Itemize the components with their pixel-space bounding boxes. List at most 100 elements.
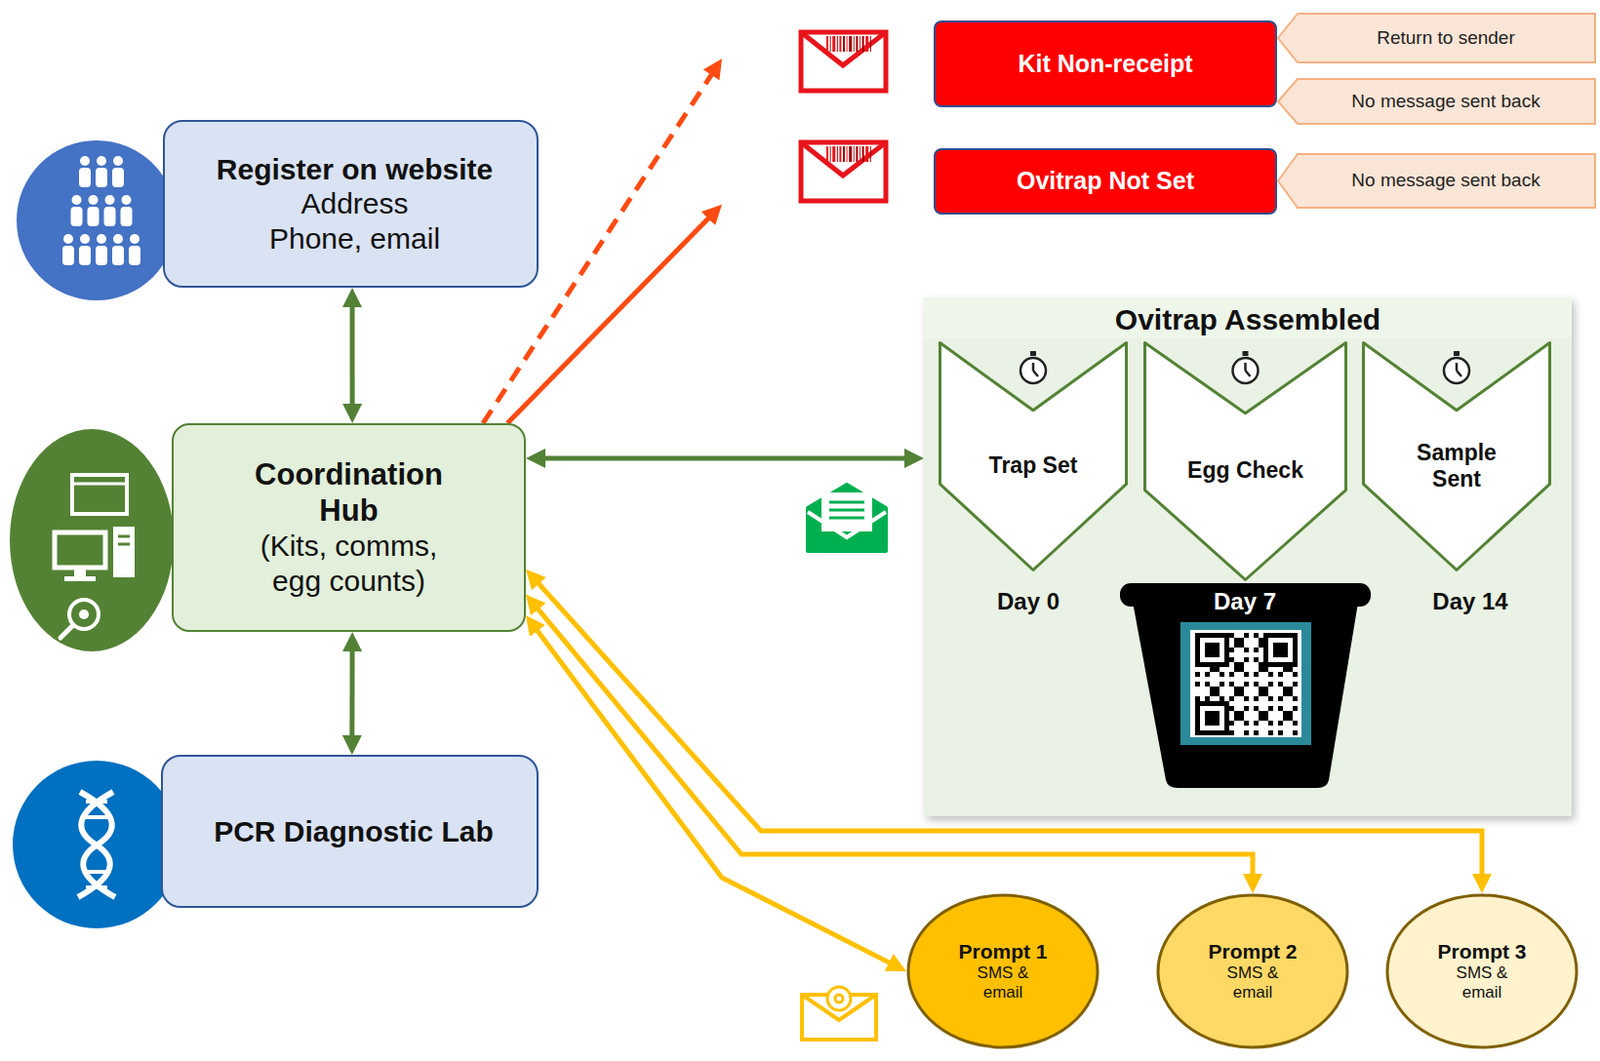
ovitrap-bucket — [1292, 647, 1298, 653]
ovitrap-bucket — [1263, 711, 1269, 717]
people-icon — [79, 167, 91, 188]
ovitrap-bucket — [1239, 638, 1244, 643]
ovitrap-bucket — [1292, 662, 1298, 668]
day-label: Day 14 — [1432, 588, 1508, 616]
envelope-icon — [829, 517, 865, 520]
envelope-icon — [807, 484, 886, 552]
chevron-shape — [1363, 343, 1551, 571]
ovitrap-bucket — [1263, 686, 1269, 692]
ovitrap-bucket — [1292, 730, 1298, 736]
ovitrap-bucket — [1263, 667, 1269, 673]
ovitrap-bucket — [1278, 642, 1283, 648]
ovitrap-bucket — [1243, 706, 1249, 712]
ovitrap-bucket — [1282, 662, 1288, 668]
node-title: Ovitrap Not Set — [1016, 166, 1195, 197]
ovitrap-bucket — [1239, 711, 1244, 717]
ovitrap-bucket — [1292, 706, 1298, 712]
ovitrap-bucket — [1273, 662, 1279, 668]
people-icon — [105, 195, 116, 205]
ovitrap-bucket — [1278, 696, 1283, 702]
computer-icon — [74, 568, 86, 577]
computer-icon — [54, 532, 106, 568]
people-icon — [87, 206, 100, 227]
people-icon — [112, 167, 124, 188]
envelope-icon — [859, 146, 861, 162]
ovitrap-bucket — [1282, 642, 1288, 648]
circle-shape — [1387, 895, 1577, 1048]
ovitrap-bucket — [1282, 647, 1288, 653]
ovitrap-bucket — [1268, 696, 1274, 702]
ovitrap-bucket — [1209, 691, 1215, 697]
ovitrap-bucket — [1292, 652, 1298, 658]
envelope-icon — [801, 987, 877, 1040]
ovitrap-bucket — [1234, 711, 1240, 717]
ovitrap-bucket — [1195, 720, 1200, 726]
hub-box: Coordination Hub(Kits, comms, egg counts… — [171, 423, 526, 633]
ovitrap-bucket — [1229, 730, 1235, 736]
ovitrap-bucket — [1229, 696, 1235, 702]
ovitrap-bucket — [1209, 647, 1215, 653]
ovitrap-bucket — [1204, 681, 1210, 687]
ovitrap-bucket — [1268, 633, 1274, 639]
ovitrap-bucket — [1204, 662, 1210, 668]
ovitrap-bucket — [1219, 696, 1225, 702]
people-icon — [120, 206, 133, 227]
envelope-icon — [848, 36, 852, 52]
envelope-icon — [827, 987, 851, 1011]
envelope-icon — [842, 36, 845, 52]
ovitrap-bucket — [1195, 633, 1200, 639]
ovitrap-bucket — [1239, 716, 1244, 721]
ovitrap-bucket — [1253, 657, 1259, 663]
node-title: Coordination Hub — [237, 457, 462, 529]
ovitrap-bucket — [1258, 642, 1264, 648]
tag-shape — [1278, 13, 1596, 63]
ovitrap-bucket — [1209, 662, 1215, 668]
ovitrap-bucket — [1209, 652, 1215, 658]
envelope-icon — [800, 32, 886, 91]
people-icon — [16, 140, 177, 301]
ovitrap-bucket — [1239, 686, 1244, 692]
connector-arrow — [349, 640, 355, 748]
ovitrap-bucket — [1263, 647, 1269, 653]
envelope-icon — [865, 36, 869, 52]
ovitrap-bucket — [1239, 642, 1244, 648]
ovitrap-bucket — [1292, 696, 1298, 702]
ovitrap-bucket — [1224, 720, 1230, 726]
envelope-icon — [862, 146, 865, 162]
people-icon — [16, 140, 177, 301]
ovitrap-bucket — [1224, 706, 1230, 712]
people-icon — [79, 245, 91, 266]
node-title: PCR Diagnostic Lab — [213, 814, 494, 849]
ovitrap-bucket — [1214, 701, 1220, 707]
envelope-icon — [826, 146, 872, 162]
ovitrap-bucket — [1214, 652, 1220, 658]
people-icon — [113, 234, 123, 244]
computer-icon — [9, 429, 174, 652]
envelope-icon — [800, 142, 886, 201]
computer-icon — [64, 576, 96, 582]
ovitrap-bucket — [1224, 647, 1230, 653]
ovitrap-bucket — [1224, 701, 1230, 707]
ovitrap-bucket — [1195, 633, 1298, 736]
ovitrap-bucket — [1234, 686, 1240, 692]
day-label: Day 0 — [997, 588, 1060, 616]
computer-icon — [113, 526, 135, 578]
envelope-icon — [830, 146, 832, 162]
ovitrap-bucket — [1229, 672, 1235, 678]
people-icon — [72, 195, 82, 205]
ovitrap-bucket — [1214, 711, 1220, 717]
node-title: Ovitrap Assembled — [1115, 302, 1381, 337]
computer-icon — [118, 543, 130, 547]
ovitrap-bucket — [1268, 730, 1274, 736]
ovitrap-bucket — [1214, 730, 1220, 736]
ovitrap-bucket — [1292, 681, 1298, 687]
node-title: Prompt 2 — [1207, 940, 1297, 965]
ovitrap-bucket — [1209, 633, 1215, 639]
ovitrap-bucket — [1214, 647, 1220, 653]
prompt-circle: Prompt 2SMS & email — [1156, 893, 1350, 1050]
envelope-icon — [800, 142, 886, 176]
ovitrap-bucket — [1273, 647, 1279, 653]
ovitrap-bucket — [1282, 652, 1288, 658]
ovitrap-bucket — [1195, 647, 1200, 653]
ovitrap-bucket — [1258, 716, 1264, 721]
